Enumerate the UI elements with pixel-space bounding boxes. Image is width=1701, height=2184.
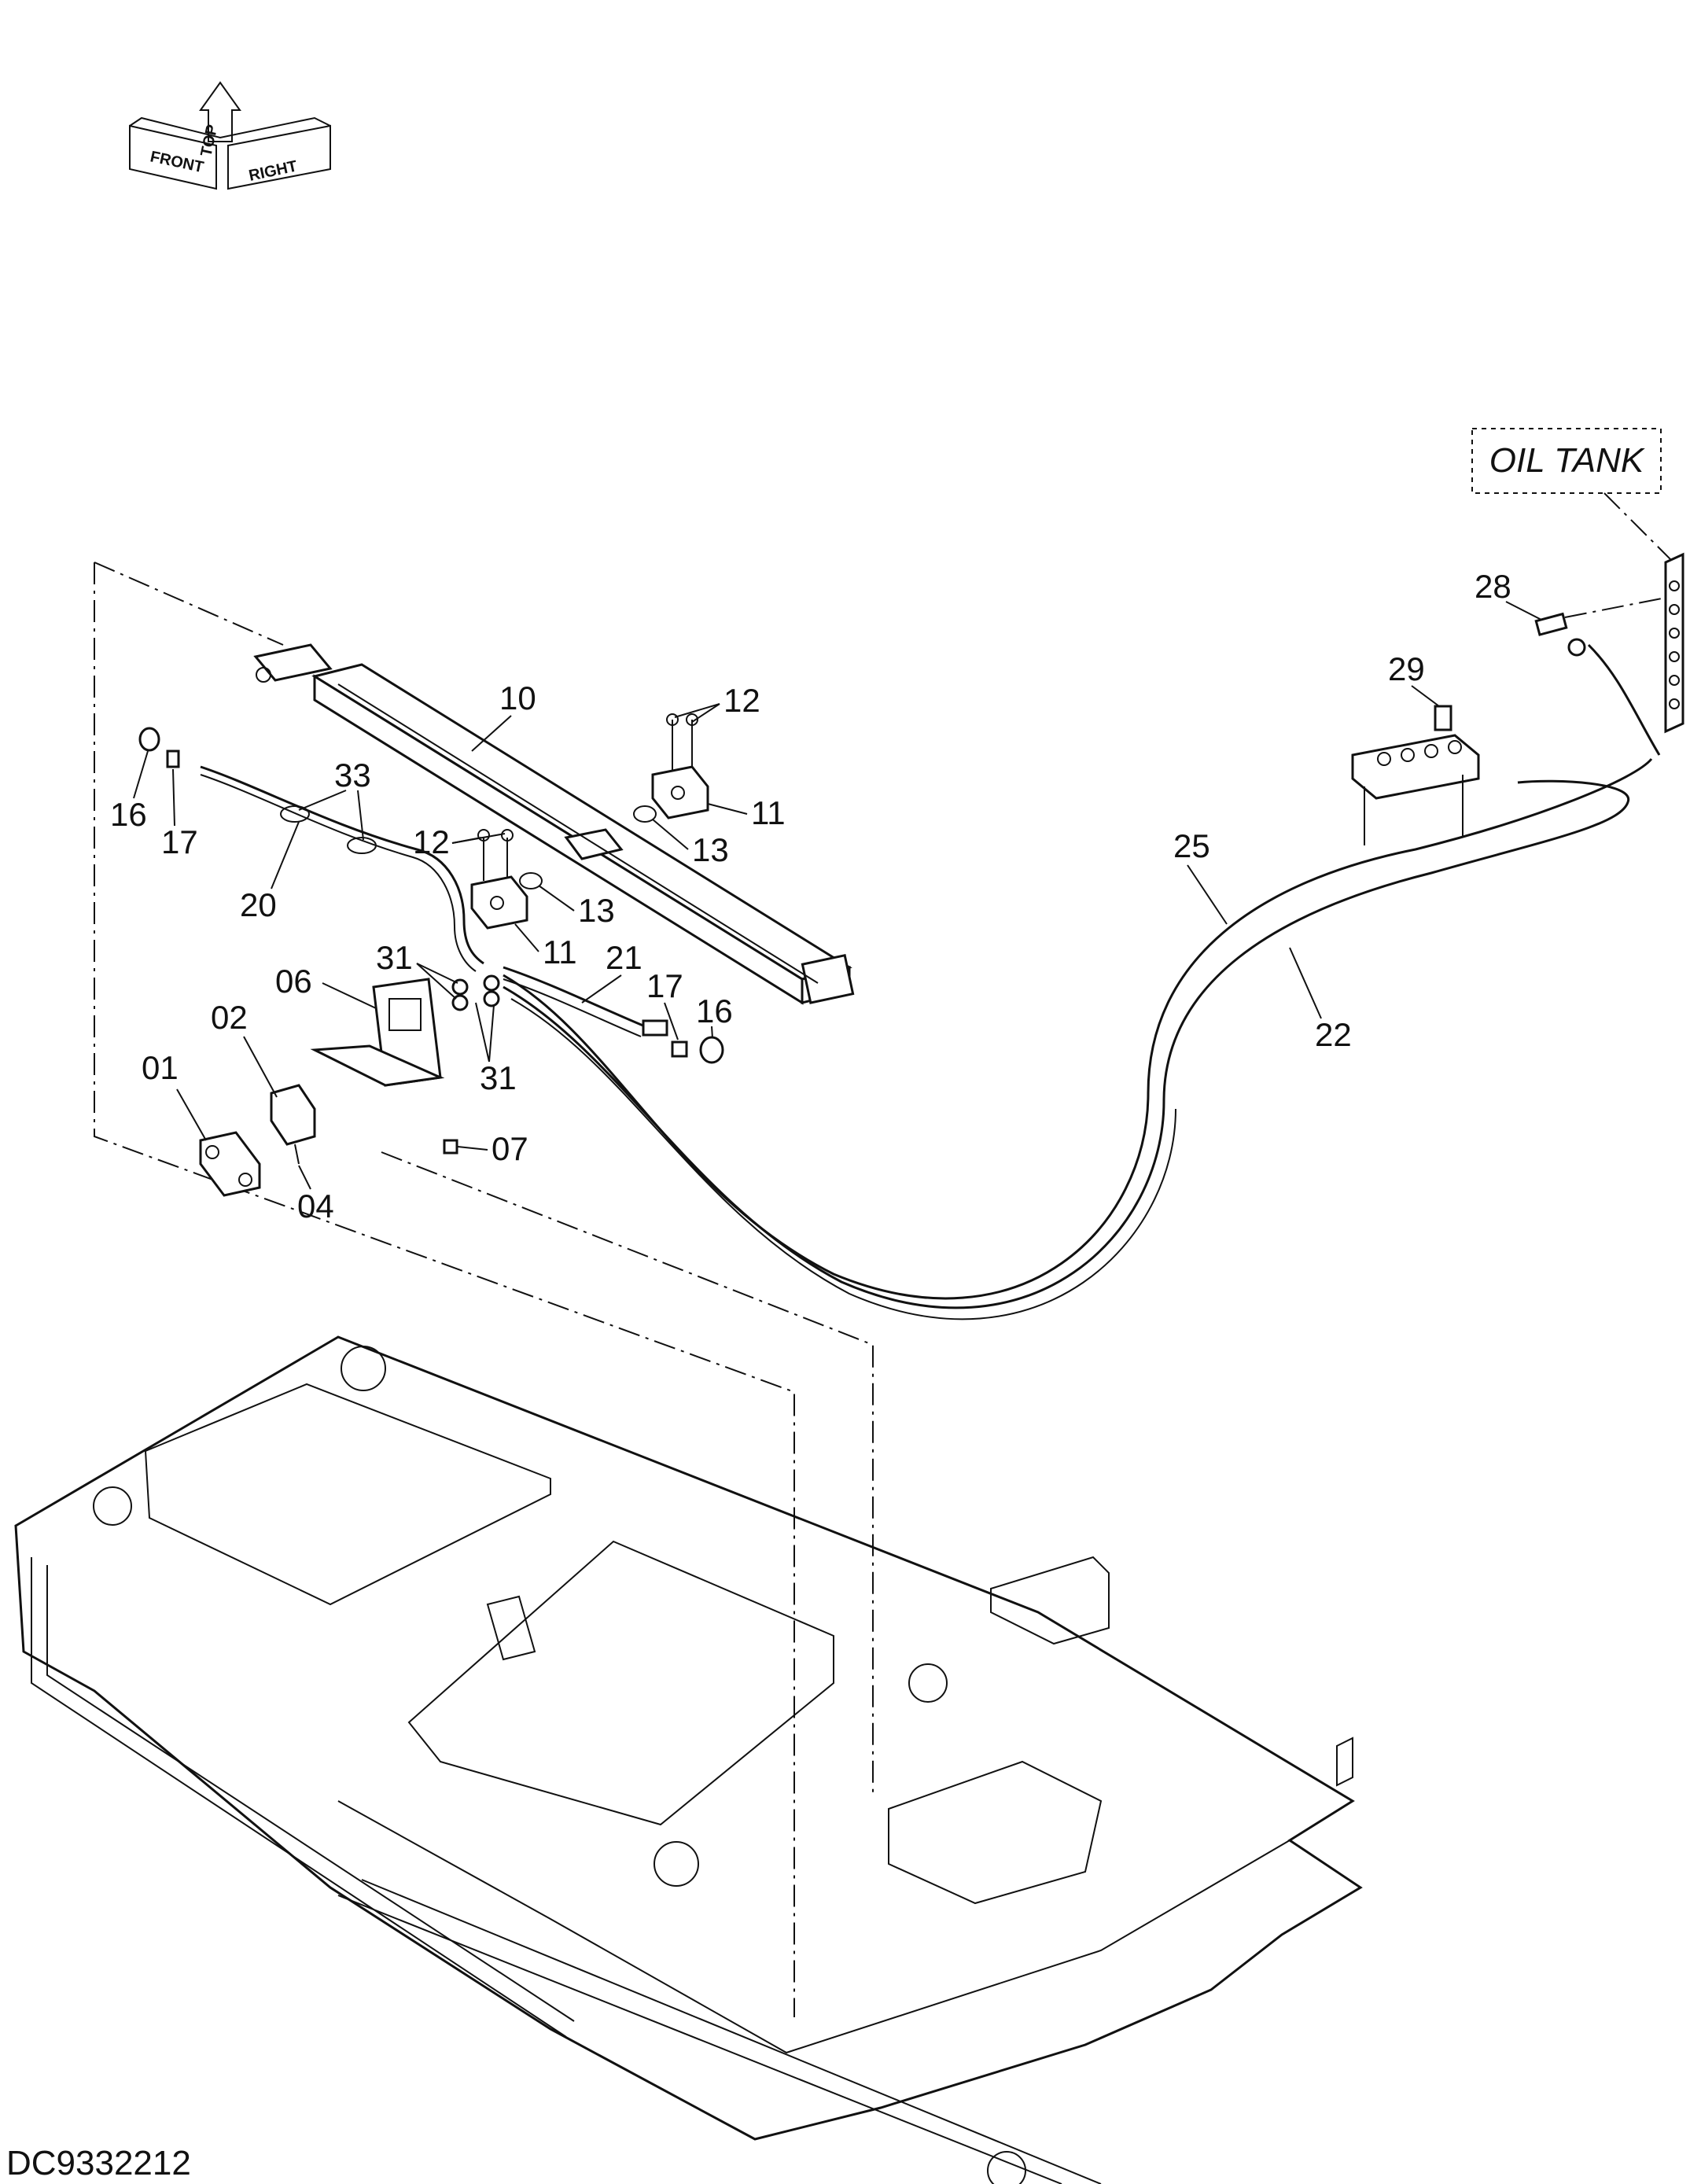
- block-02: [270, 1084, 316, 1146]
- clamp-upper: [633, 713, 709, 823]
- callout-10: 10: [499, 680, 536, 716]
- assembly-frame: [94, 562, 874, 2017]
- callout-31-lower: 31: [480, 1059, 517, 1096]
- callout-20: 20: [240, 886, 277, 923]
- callout-17-right: 17: [646, 967, 683, 1004]
- callouts: 10 12 11 13 12 13 11 33 16 17 20 31 31 2…: [110, 568, 1542, 1225]
- oil-tank-port-strip: [1664, 552, 1684, 734]
- callout-11-lower: 11: [543, 934, 577, 970]
- valve-01: [199, 1131, 261, 1197]
- hose-ports-31: [451, 974, 500, 1011]
- callout-06: 06: [275, 963, 312, 1000]
- callout-17-left: 17: [161, 823, 198, 860]
- orientation-top-label: TOP: [197, 123, 221, 158]
- callout-22: 22: [1315, 1016, 1352, 1053]
- callout-04: 04: [297, 1188, 334, 1225]
- callout-13-lower: 13: [578, 892, 615, 929]
- fitting-28: [1534, 597, 1666, 657]
- callout-12-lower: 12: [413, 823, 450, 860]
- cylinder-assembly: [253, 643, 855, 1005]
- clamp-lower: [470, 829, 543, 930]
- callout-12-upper: 12: [723, 682, 760, 719]
- callout-21: 21: [606, 939, 642, 976]
- oil-tank-box: OIL TANK: [1471, 428, 1674, 563]
- manifold-block: [1351, 705, 1480, 845]
- callout-25: 25: [1173, 827, 1210, 864]
- hose-20: [138, 727, 484, 972]
- callout-28: 28: [1475, 568, 1511, 605]
- bracket-06: [310, 978, 445, 1087]
- callout-02: 02: [211, 999, 248, 1036]
- callout-07: 07: [492, 1130, 528, 1167]
- callout-16-left: 16: [110, 796, 147, 833]
- screw-04: [294, 1144, 300, 1165]
- drawing-code: DC9332212: [6, 2144, 191, 2182]
- bolt-07: [443, 1139, 458, 1155]
- oil-tank-label: OIL TANK: [1489, 441, 1645, 480]
- base-frame: [14, 1335, 1363, 2184]
- orientation-indicator: FRONT TOP RIGHT: [129, 81, 331, 190]
- callout-31-upper: 31: [376, 939, 413, 976]
- callout-16-right: 16: [696, 993, 733, 1029]
- callout-01: 01: [142, 1049, 179, 1086]
- long-hose-22: [503, 779, 1630, 1320]
- callout-29: 29: [1388, 650, 1425, 687]
- callout-11-upper: 11: [751, 794, 786, 831]
- orientation-front-label: FRONT: [149, 148, 205, 176]
- callout-33: 33: [334, 757, 371, 794]
- callout-13-upper: 13: [692, 831, 729, 868]
